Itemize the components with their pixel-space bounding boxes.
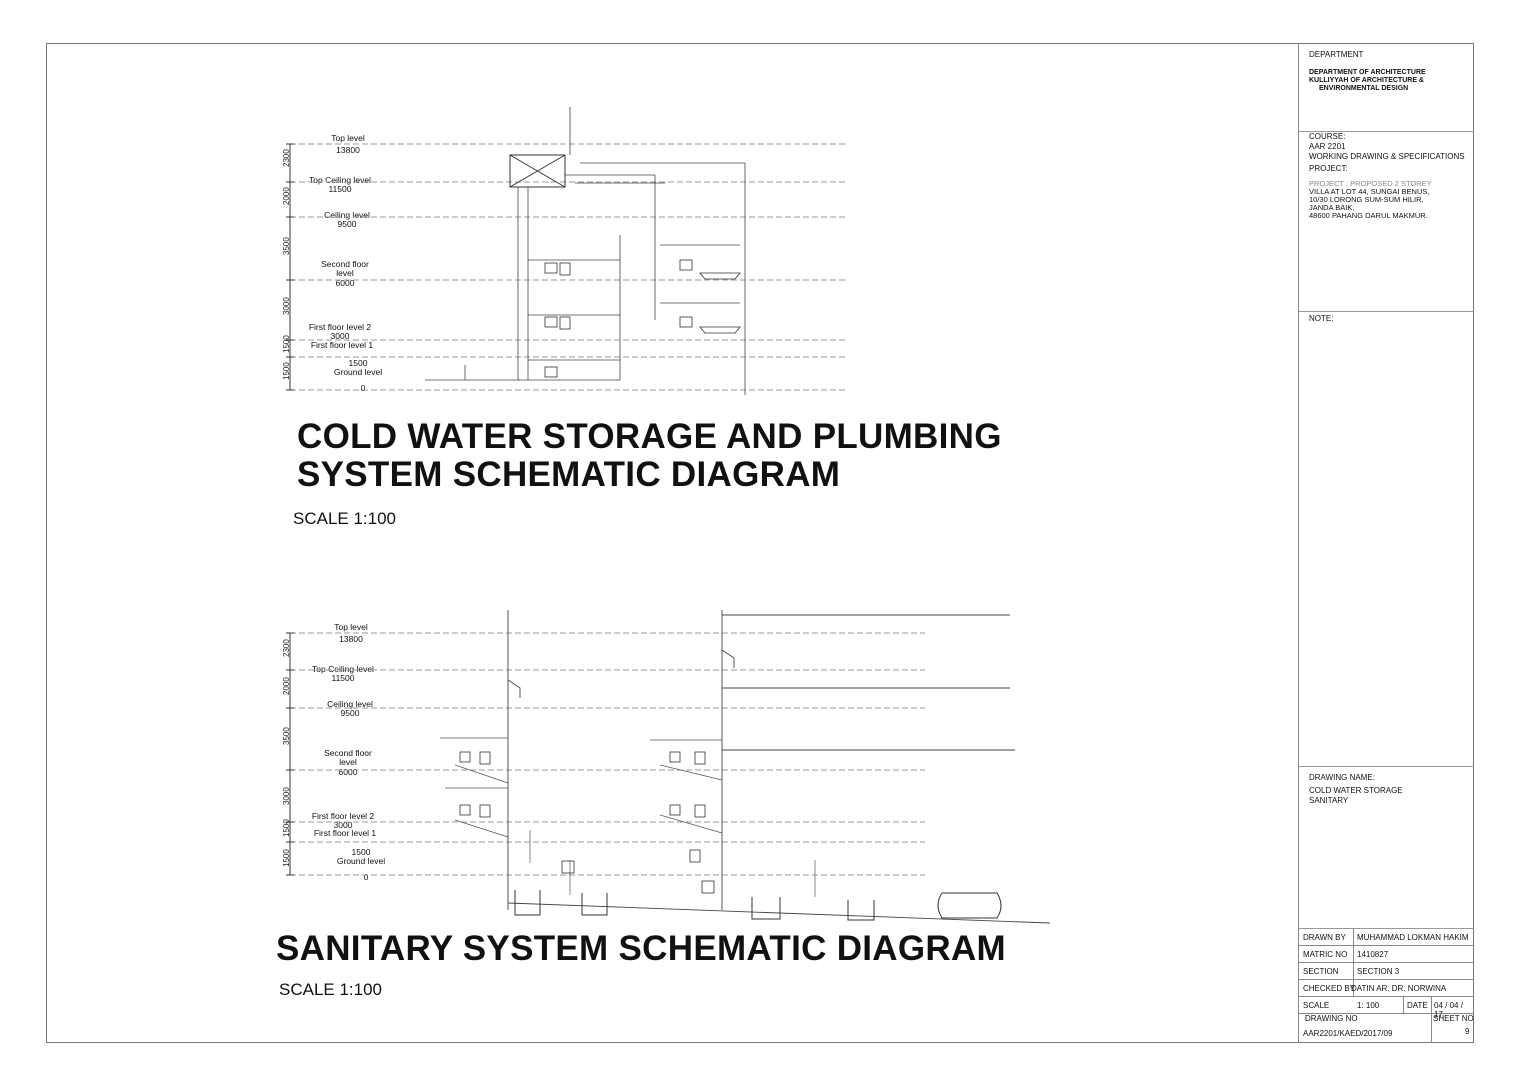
drawing-no-label: DRAWING NO: [1305, 1014, 1358, 1023]
matric-label: MATRIC NO: [1303, 950, 1348, 959]
level-lines: [290, 143, 845, 391]
svg-text:1500: 1500: [282, 362, 291, 380]
level-label: 0: [363, 872, 369, 882]
checked-by-value: DATIN AR. DR. NORWINA: [1351, 984, 1447, 993]
branch-pipes: [440, 737, 816, 897]
info-table: DRAWN BY MUHAMMAD LOKMAN HAKIM MATRIC NO…: [1299, 928, 1474, 1043]
sheet-no-value: 9: [1465, 1027, 1470, 1036]
drawing-name-label: DRAWING NAME:: [1309, 773, 1375, 782]
storage-tank: [509, 154, 566, 188]
svg-text:1500: 1500: [282, 819, 291, 837]
fixtures: [459, 751, 715, 894]
cold-water-scale: SCALE 1:100: [293, 509, 397, 528]
department-label: DEPARTMENT: [1309, 50, 1364, 59]
svg-text:2300: 2300: [282, 639, 291, 657]
drawing-no-value: AAR2201/KAED/2017/09: [1303, 1029, 1393, 1038]
level-label: 0: [360, 383, 366, 393]
level-label: First floor level 1: [310, 340, 374, 350]
sanitary-scale: SCALE 1:100: [279, 980, 383, 999]
fixtures: [544, 259, 741, 378]
department-text: DEPARTMENT OF ARCHITECTURE KULLIYYAH OF …: [1309, 69, 1426, 92]
sheet-no-label: SHEET NO: [1433, 1014, 1474, 1023]
svg-text:3000: 3000: [282, 297, 291, 315]
drawn-by-label: DRAWN BY: [1303, 933, 1346, 942]
scale-value: 1: 100: [1357, 1001, 1380, 1010]
checked-by-label: CHECKED BY: [1303, 984, 1356, 993]
date-label: DATE: [1407, 1001, 1428, 1010]
course-label: COURSE:: [1309, 132, 1346, 141]
sanitary-title: SANITARY SYSTEM SCHEMATIC DIAGRAM: [276, 929, 1007, 968]
date-value: 04 / 04 / 17: [1434, 1001, 1463, 1019]
drawing-sheet-border: [46, 43, 1474, 1043]
project-label: PROJECT:: [1309, 164, 1348, 173]
svg-text:1500: 1500: [282, 335, 291, 353]
level-label: First floor level 1: [313, 828, 377, 838]
matric-value: 1410827: [1357, 950, 1389, 959]
svg-text:2000: 2000: [282, 677, 291, 695]
dimension-values: 2300 2000 3500 3000 1500 1500: [282, 639, 291, 867]
course-code: AAR 2201: [1309, 142, 1346, 151]
section-value: SECTION 3: [1357, 967, 1400, 976]
title-block: DEPARTMENT DEPARTMENT OF ARCHITECTURE KU…: [1298, 43, 1474, 1043]
section-label: SECTION: [1303, 967, 1339, 976]
svg-text:3000: 3000: [282, 787, 291, 805]
cold-water-schematic: 2300 2000 3500 3000 1500 1500: [282, 107, 845, 395]
dimension-values: 2300 2000 3500 3000 1500 1500: [282, 149, 291, 380]
note-section: NOTE:: [1299, 311, 1474, 767]
note-label: NOTE:: [1309, 314, 1334, 323]
sanitary-schematic: 2300 2000 3500 3000 1500 1500: [282, 610, 1051, 924]
course-name: WORKING DRAWING & SPECIFICATIONS: [1309, 152, 1465, 161]
drawn-by-value: MUHAMMAD LOKMAN HAKIM: [1357, 933, 1469, 942]
drawing-name-section: DRAWING NAME: COLD WATER STORAGE SANITAR…: [1299, 766, 1474, 929]
svg-text:1500: 1500: [282, 849, 291, 867]
manholes: [514, 890, 1002, 921]
pipework: [425, 162, 746, 395]
scale-label: SCALE: [1303, 1001, 1330, 1010]
soil-stacks: [507, 610, 1051, 924]
svg-text:2000: 2000: [282, 187, 291, 205]
svg-text:3500: 3500: [282, 727, 291, 745]
dimension-line: [286, 143, 294, 391]
svg-text:2300: 2300: [282, 149, 291, 167]
drawing-name-2: SANITARY: [1309, 796, 1349, 805]
drawing-name-1: COLD WATER STORAGE: [1309, 786, 1403, 795]
level-lines: [290, 632, 925, 876]
course-project-section: COURSE: AAR 2201 WORKING DRAWING & SPECI…: [1299, 131, 1474, 312]
project-address: PROJECT : PROPOSED 2 STOREY VILLA AT LOT…: [1309, 179, 1432, 220]
dimension-line: [286, 632, 294, 876]
cold-water-title: COLD WATER STORAGE AND PLUMBING SYSTEM S…: [297, 417, 1002, 494]
department-section: DEPARTMENT DEPARTMENT OF ARCHITECTURE KU…: [1299, 43, 1474, 132]
svg-text:3500: 3500: [282, 237, 291, 255]
